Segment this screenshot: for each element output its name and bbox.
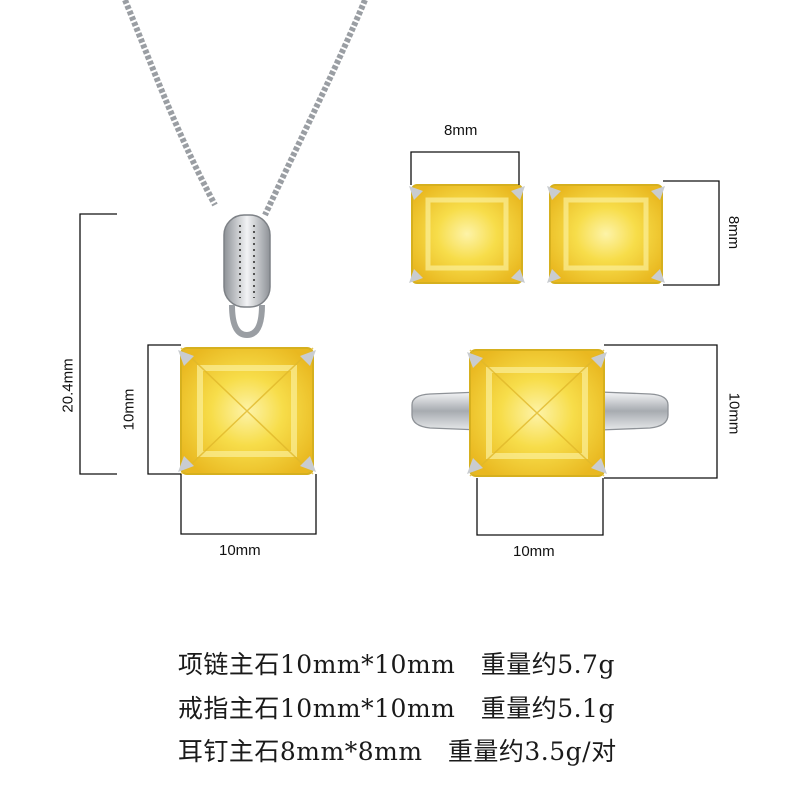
ring-dimension-lines — [476, 344, 718, 536]
earring-dimension-lines — [410, 151, 720, 286]
spec-weight: 重量约5.1g — [480, 694, 615, 723]
necklace-image — [122, 0, 368, 475]
pendant-stone-height-label: 10mm — [120, 388, 138, 431]
ring-image — [411, 349, 669, 477]
pendant-dimension-lines — [79, 213, 317, 535]
spec-label: 耳钉主石8mm*8mm — [177, 737, 423, 766]
spec-line-necklace: 项链主石10mm*10mm 重量约5.7g — [161, 616, 615, 681]
spec-weight: 重量约3.5g/对 — [447, 737, 617, 766]
ring-stone-height-label: 10mm — [725, 392, 743, 435]
ring-stone-width-label: 10mm — [513, 543, 555, 560]
spec-line-ring: 戒指主石10mm*10mm 重量约5.1g — [161, 660, 615, 725]
earring-height-label: 8mm — [725, 215, 743, 250]
earring-width-label: 8mm — [444, 122, 478, 139]
earring-image — [409, 184, 665, 284]
spec-gap — [423, 737, 448, 766]
pendant-stone-width-label: 10mm — [219, 542, 261, 559]
pendant-total-height-label: 20.4mm — [59, 358, 77, 413]
spec-line-earring: 耳钉主石8mm*8mm 重量约3.5g/对 — [161, 703, 617, 768]
spec-label: 项链主石10mm*10mm — [177, 650, 456, 679]
spec-weight: 重量约5.7g — [480, 650, 615, 679]
spec-label: 戒指主石10mm*10mm — [177, 694, 456, 723]
